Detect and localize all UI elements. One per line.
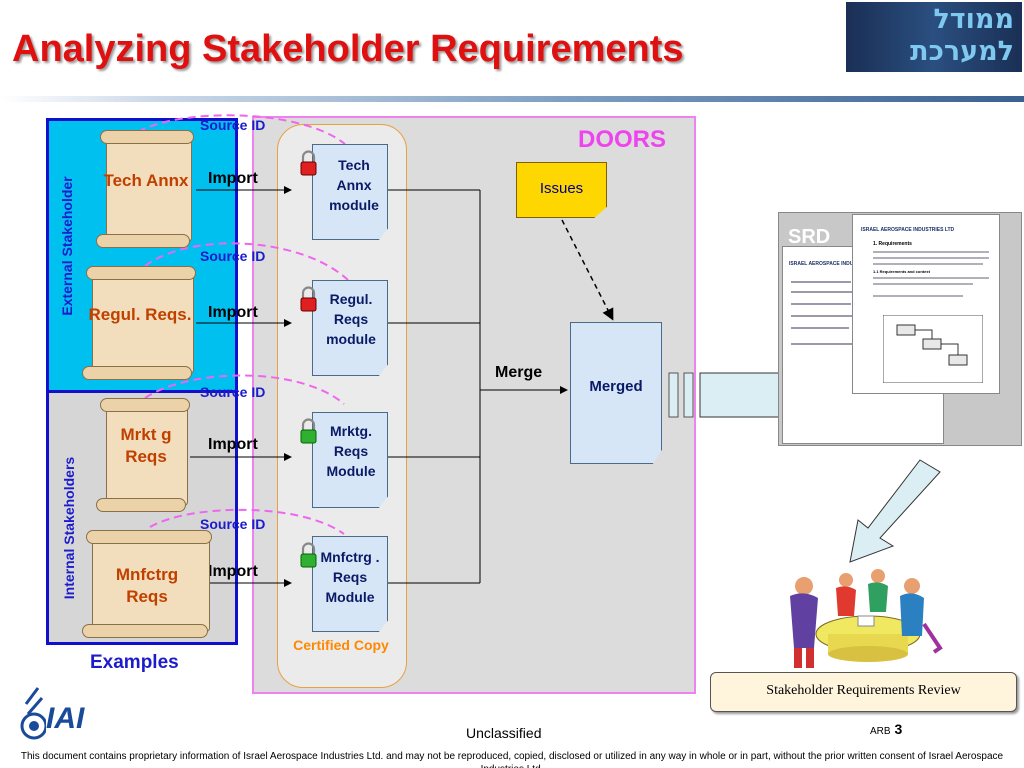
meeting-illustration (790, 569, 943, 668)
import-label-4: Import (208, 563, 258, 580)
classification-label: Unclassified (466, 725, 542, 741)
iai-logo: IAI (46, 702, 85, 735)
scroll-mrktg-reqs: Mrkt g Reqs (96, 398, 192, 512)
issues-label: Issues (539, 180, 584, 197)
source-id-label-4: Source ID (200, 516, 266, 532)
logo-text-line2: למערכת (910, 36, 1014, 67)
page-number-value: 3 (894, 721, 903, 737)
import-label-1: Import (208, 170, 258, 187)
module-doc-mnfctrg-reqs[interactable]: Mnfctrg . Reqs Module (312, 536, 388, 632)
source-id-label-2: Source ID (200, 248, 266, 264)
module-doc-regul-reqs[interactable]: Regul. Reqs module (312, 280, 388, 376)
module-doc-mrktg-reqs[interactable]: Mrktg. Reqs Module (312, 412, 388, 508)
page-number-prefix: ARB (870, 726, 891, 737)
source-id-label-3: Source ID (200, 384, 266, 400)
issues-note[interactable]: Issues (516, 162, 607, 218)
scroll-label: Mnfctrg Reqs (115, 565, 179, 606)
source-id-label-1: Source ID (200, 117, 266, 133)
lock-icon-red (300, 286, 317, 312)
scroll-label: Tech Annx (103, 171, 189, 190)
logo-text-line1: ממודל (933, 4, 1014, 35)
review-label: Stakeholder Requirements Review (766, 683, 961, 698)
srd-subheading: 1.1 Requirements and context (873, 269, 930, 274)
review-box: Stakeholder Requirements Review (710, 672, 1017, 712)
lock-icon-green (300, 418, 317, 444)
iai-emblem-icon (20, 687, 46, 740)
disclaimer-text: This document contains proprietary infor… (20, 751, 1004, 768)
lock-icon-green (300, 542, 317, 568)
brand-logo: ממודל למערכת (846, 2, 1022, 72)
srd-page-front: ISRAEL AEROSPACE INDUSTRIES LTD 1. Requi… (852, 214, 1000, 394)
lock-icon-red (300, 150, 317, 176)
page-number: ARB 3 (870, 721, 902, 737)
title-divider (0, 96, 1024, 102)
scroll-tech-annx: Tech Annx (96, 130, 196, 248)
import-label-2: Import (208, 304, 258, 321)
scroll-regul-reqs: Regul. Reqs. (82, 266, 198, 380)
merge-label: Merge (495, 364, 543, 381)
scroll-label: Mrkt g Reqs (120, 425, 172, 466)
srd-heading: 1. Requirements (873, 241, 912, 247)
import-label-3: Import (208, 436, 258, 453)
merged-label: Merged (589, 378, 643, 395)
examples-label: Examples (90, 652, 179, 673)
scroll-label: Regul. Reqs. (88, 305, 192, 324)
srd-flow-diagram (883, 315, 983, 383)
srd-back-logo: ISRAEL AEROSPACE INDUSTRIES LTD (789, 261, 883, 267)
scroll-mnfctrg-reqs: Mnfctrg Reqs (82, 530, 214, 638)
doors-label: DOORS (578, 126, 667, 153)
srd-label: SRD (788, 226, 831, 248)
merged-doc[interactable]: Merged (570, 322, 662, 464)
srd-front-logo: ISRAEL AEROSPACE INDUSTRIES LTD (861, 227, 955, 233)
certified-copy-label: Certified Copy (293, 637, 389, 653)
page-title: Analyzing Stakeholder Requirements (12, 28, 684, 70)
module-doc-tech-annx[interactable]: Tech Annx module (312, 144, 388, 240)
